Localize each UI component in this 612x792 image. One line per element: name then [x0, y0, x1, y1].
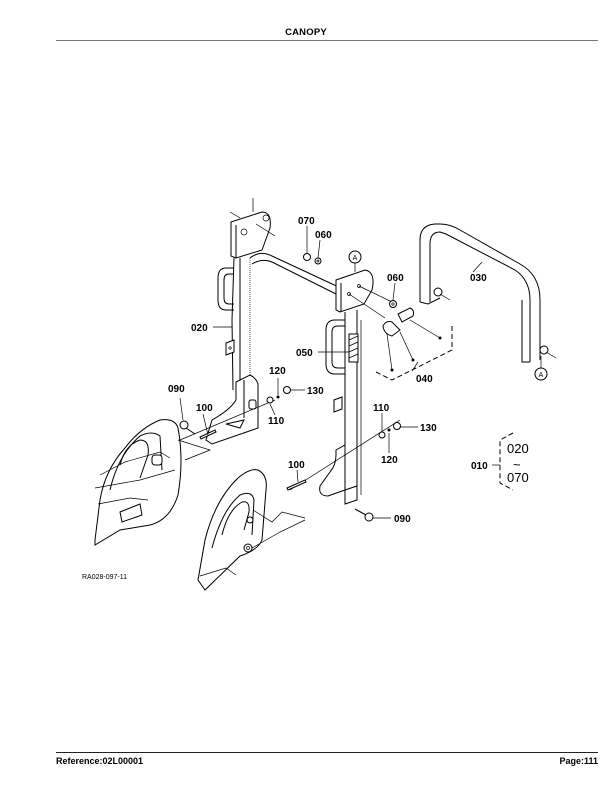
- leader-lines: [179, 226, 500, 519]
- footer-divider: [56, 752, 598, 753]
- right-frame: [289, 269, 401, 505]
- callout-120: 120: [269, 366, 286, 377]
- roll-bar-030: [419, 223, 557, 363]
- group-to-label: 070: [507, 470, 529, 485]
- reference-mark-a-top: A: [348, 250, 362, 272]
- pin-assembly-040: [375, 300, 453, 381]
- callout-110: 110: [373, 403, 390, 414]
- footer-reference: Reference:02L00001: [56, 756, 144, 766]
- callout-090: 090: [394, 514, 411, 525]
- reference-mark-a-bottom: A: [534, 356, 548, 381]
- reference-mark-label: A: [539, 372, 544, 379]
- callout-100: 100: [196, 403, 213, 414]
- callout-110: 110: [268, 416, 285, 427]
- page-title: CANOPY: [285, 27, 327, 38]
- group-tilde: ~: [513, 457, 521, 472]
- callout-050: 050: [296, 348, 313, 359]
- callout-060: 060: [387, 273, 404, 284]
- group-from-label: 020: [507, 441, 529, 456]
- assembly-group-010: 020 ~ 070: [499, 432, 529, 491]
- callout-030: 030: [470, 273, 487, 284]
- callout-100: 100: [288, 460, 305, 471]
- right-side-plate: [197, 469, 306, 591]
- callout-010: 010: [471, 461, 488, 472]
- callout-020: 020: [191, 323, 208, 334]
- callout-120: 120: [381, 455, 398, 466]
- callout-090: 090: [168, 384, 185, 395]
- callout-130: 130: [307, 386, 324, 397]
- left-frame-020: [179, 198, 346, 445]
- callout-060: 060: [315, 230, 332, 241]
- callout-070: 070: [298, 216, 315, 227]
- figure-id: RA028-097-11: [82, 574, 127, 581]
- footer-page-number: Page:111: [559, 756, 598, 766]
- header-divider: [56, 40, 598, 41]
- callout-040: 040: [416, 374, 433, 385]
- left-side-plate: [94, 419, 212, 546]
- reference-mark-label: A: [353, 255, 358, 262]
- fasteners: [179, 253, 401, 522]
- callout-130: 130: [420, 423, 437, 434]
